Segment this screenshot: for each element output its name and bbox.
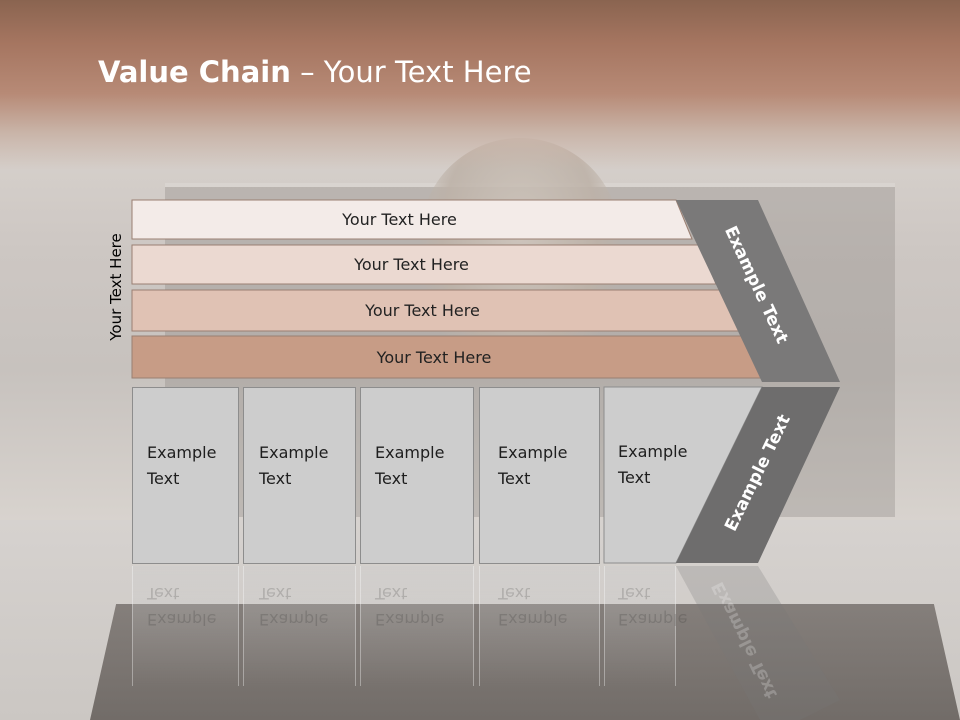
bar-1: Your Text Here <box>132 200 677 238</box>
chevron-reflection <box>676 566 840 720</box>
bar-4-label: Your Text Here <box>376 347 492 367</box>
box-4-reflection-text: Example Text <box>498 580 567 632</box>
bar-3-label: Your Text Here <box>365 301 480 320</box>
slide-title: Value Chain – Your Text Here <box>98 55 532 89</box>
box-3-reflection-text: Example Text <box>375 580 444 632</box>
box-5-line1: Example <box>618 442 688 461</box>
background-header-band <box>0 0 960 170</box>
bar-2: Your Text Here <box>132 245 701 283</box>
reflection-line1: Example <box>498 610 568 629</box>
box-5-line2: Text <box>618 468 651 487</box>
box-3-line1: Example <box>375 443 445 462</box>
box-4-line2: Text <box>498 469 531 488</box>
box-4-line1: Example <box>498 443 568 462</box>
chevron-bottom <box>676 387 840 563</box>
reflection-line1: Example <box>259 610 329 629</box>
reflection-line2: Text <box>618 584 651 603</box>
background-desk <box>90 604 960 720</box>
bar-3: Your Text Here <box>132 290 723 331</box>
box-1-reflection <box>132 566 239 686</box>
box-2-line2: Text <box>259 469 292 488</box>
title-rest: – Your Text Here <box>290 55 532 89</box>
bar-1-label: Your Text Here <box>342 209 457 229</box>
box-3-line2: Text <box>375 469 408 488</box>
reflection-line1: Example <box>375 610 445 629</box>
box-5-reflection-text: Example Text <box>618 580 687 632</box>
chevron-top <box>676 200 840 382</box>
reflection-line2: Text <box>375 584 408 603</box>
box-5-reflection <box>604 566 676 686</box>
box-2-reflection <box>243 566 356 686</box>
box-4-reflection <box>479 566 600 686</box>
bar-4: Your Text Here <box>132 336 746 378</box>
box-2-line1: Example <box>259 443 329 462</box>
reflection-line2: Text <box>259 584 292 603</box>
reflection-line1: Example <box>618 610 688 629</box>
box-2-reflection-text: Example Text <box>259 580 328 632</box>
bar-shape-1 <box>131 199 693 240</box>
reflection-line1: Example <box>147 610 217 629</box>
box-1-reflection-text: Example Text <box>147 580 216 632</box>
box-1-line2: Text <box>147 469 180 488</box>
reflection-line2: Text <box>147 584 180 603</box>
bar-2-label: Your Text Here <box>354 254 469 274</box>
box-3-reflection <box>360 566 474 686</box>
box-1-line1: Example <box>147 443 217 462</box>
reflection-line2: Text <box>498 584 531 603</box>
title-bold: Value Chain <box>98 55 291 89</box>
